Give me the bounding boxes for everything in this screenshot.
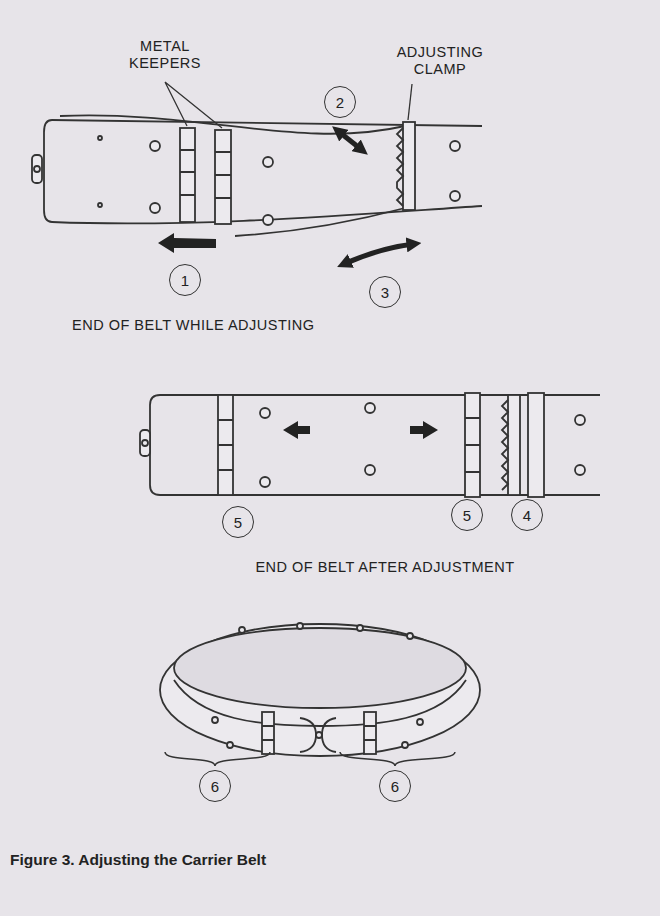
motion-arrows [158,131,414,264]
belt-adjusting [34,166,40,172]
belt-adjusted [502,400,508,490]
belt-loop [239,627,245,633]
belt-adjusted [575,465,585,475]
belt-loop [417,719,423,725]
part-label: ADJUSTING CLAMP [380,44,500,79]
belt-adjusting [180,150,195,195]
callout-text: 6 [391,779,399,794]
callout-text: 6 [211,779,219,794]
belt-loop [364,712,376,754]
belt-loop [262,726,274,740]
belt-adjusting [215,130,231,224]
belt-adjusting [263,215,273,225]
leader-lines [165,82,222,128]
belt-adjusted [365,465,375,475]
callout-number: 5 [451,499,483,531]
belt-adjusted [465,418,480,472]
belt-adjusting [403,122,415,210]
callout-text: 5 [463,508,471,523]
belt-adjusted [142,440,148,446]
motion-arrows [338,131,362,150]
belt-adjusted [508,395,520,495]
belt-loop [160,624,480,756]
belt-adjusting [450,191,460,201]
belt-adjusting [397,128,403,206]
belt-adjusted [140,393,600,497]
belt-loop [402,742,408,748]
belt-adjusting [263,157,273,167]
belt-adjusted [365,403,375,413]
belt-adjusted [283,421,310,439]
callout-number: 6 [379,770,411,802]
belt-adjusting [32,155,42,183]
belt-adjusting [98,203,102,207]
callout-text: 2 [336,95,344,110]
callout-number: 1 [169,264,201,296]
belt-adjusted [260,477,270,487]
belt-loop [357,625,363,631]
belt-adjusted [218,420,233,470]
belt-loop [227,742,233,748]
belt-adjusting [180,128,195,222]
belt-adjusting [235,208,405,236]
view-title: END OF BELT AFTER ADJUSTMENT [175,559,595,576]
belt-adjusting [44,120,52,222]
callout-text: 1 [181,273,189,288]
belt-adjusted [575,415,585,425]
brackets [165,752,455,766]
motion-arrows [344,244,414,264]
belt-loop [212,717,218,723]
callout-text: 5 [234,515,242,530]
belt-adjusting [150,141,160,151]
belt-adjusting [98,136,102,140]
belt-loop [174,628,466,708]
belt-loop [297,623,303,629]
belt-adjusted [260,408,270,418]
belt-adjusted [218,395,233,495]
leader-lines [165,82,412,128]
belt-adjusted [465,393,480,497]
belt-adjusting [150,203,160,213]
brackets [340,752,455,766]
belt-loop [316,732,322,738]
motion-arrows [158,233,216,253]
figure-caption: Figure 3. Adjusting the Carrier Belt [10,851,266,869]
belt-loop [364,726,376,740]
belt-adjusted [410,421,438,439]
callout-number: 4 [511,499,543,531]
belt-loop [262,712,274,754]
part-label: METAL KEEPERS [110,38,220,73]
callout-text: 4 [523,508,531,523]
belt-loop [300,718,316,752]
belt-adjusted [528,393,544,497]
brackets [165,752,270,766]
callout-number: 5 [222,506,254,538]
belt-adjusting [450,141,460,151]
belt-loop [322,718,336,752]
callout-number: 6 [199,770,231,802]
callout-number: 2 [324,86,356,118]
callout-text: 3 [381,285,389,300]
belt-adjusting [215,152,231,198]
belt-adjusted [140,430,150,456]
belt-adjusting [32,115,482,236]
belt-loop [160,623,480,756]
belt-loop [407,633,413,639]
belt-loop [174,680,466,726]
belt-adjusting [52,120,482,223]
belt-adjusting [60,115,405,133]
leader-lines [408,84,412,120]
callout-number: 3 [369,276,401,308]
view-title: END OF BELT WHILE ADJUSTING [72,317,472,334]
